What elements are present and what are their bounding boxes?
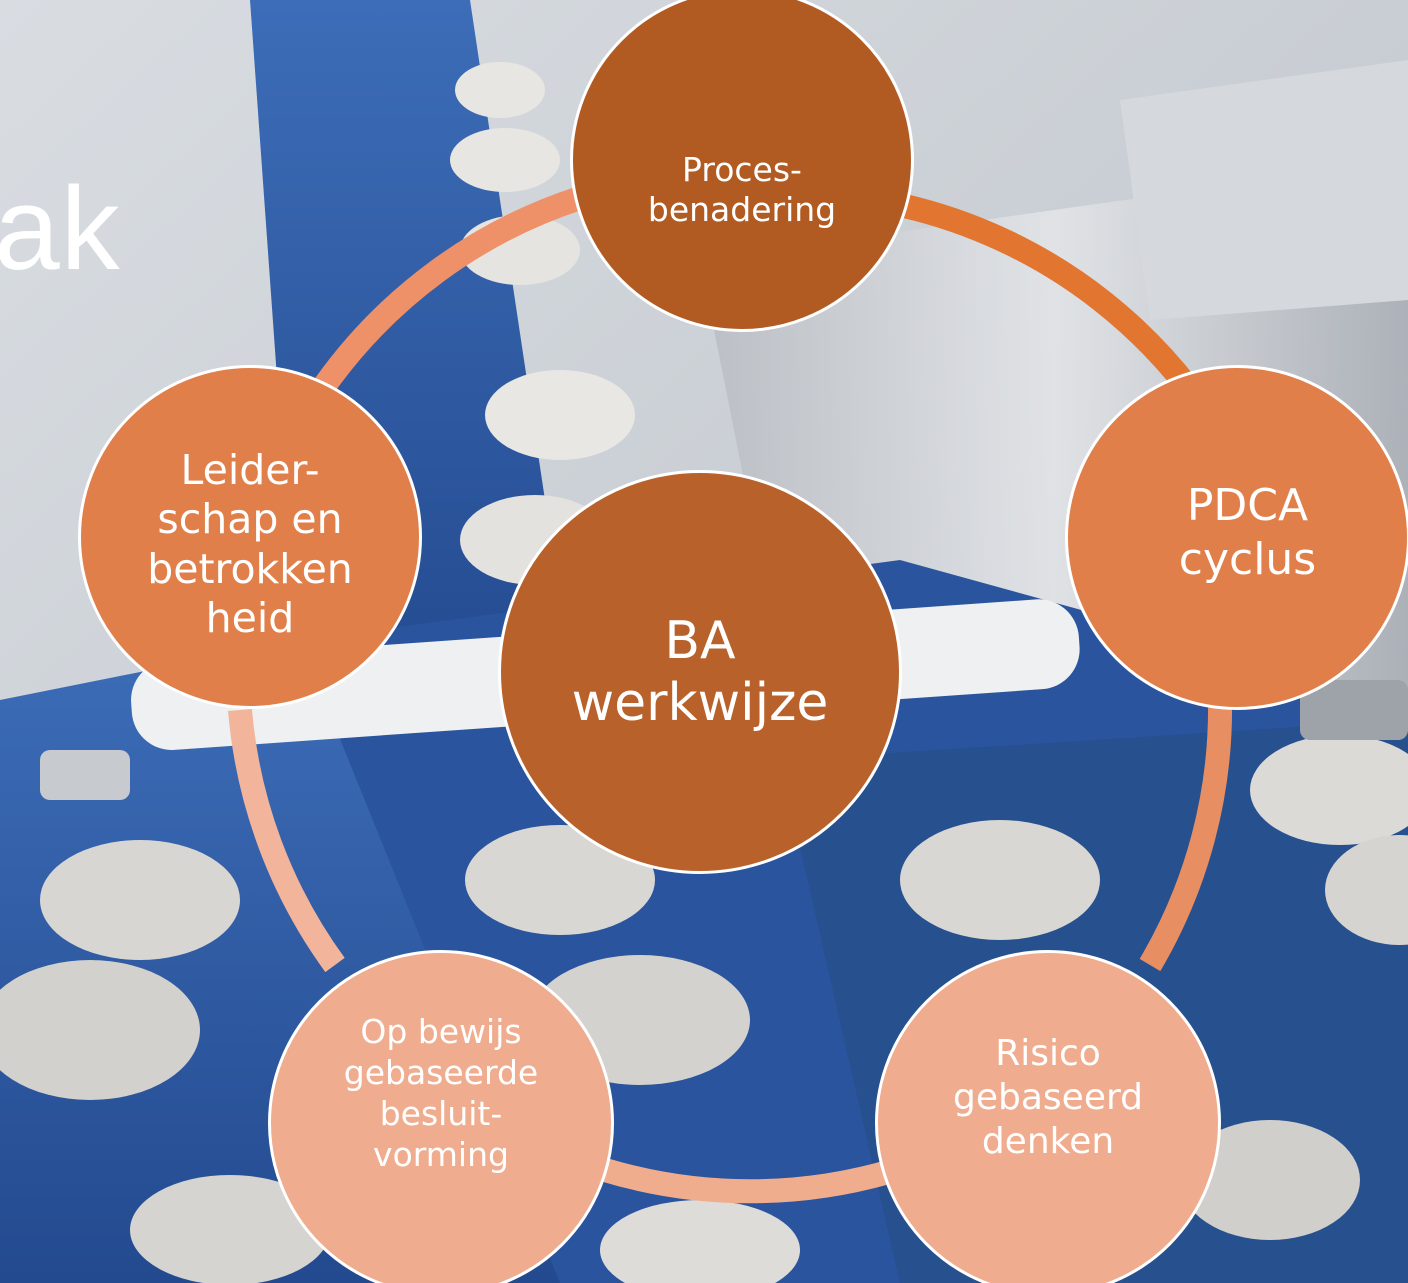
node-pdca-cyclus: PDCA cyclus	[1065, 365, 1408, 710]
node-leiderschap: Leider- schap en betrokken heid	[78, 365, 422, 709]
node-label: Op bewijs gebaseerde besluit- vorming	[343, 1011, 539, 1175]
slide-title-fragment: ak	[0, 163, 121, 295]
node-label: Proces- benadering	[647, 149, 837, 229]
node-risico-gebaseerd-denken: Risico gebaseerd denken	[875, 950, 1221, 1283]
node-op-bewijs-besluitvorming: Op bewijs gebaseerde besluit- vorming	[268, 950, 614, 1283]
node-label: Risico gebaseerd denken	[953, 1033, 1143, 1162]
node-procesbenadering: Proces- benadering	[570, 0, 914, 332]
node-center-ba-werkwijze: BA werkwijze	[498, 470, 902, 874]
node-label: Leider- schap en betrokken heid	[147, 446, 353, 642]
center-label: BA werkwijze	[571, 610, 829, 733]
node-label: PDCA cyclus	[1178, 479, 1317, 585]
